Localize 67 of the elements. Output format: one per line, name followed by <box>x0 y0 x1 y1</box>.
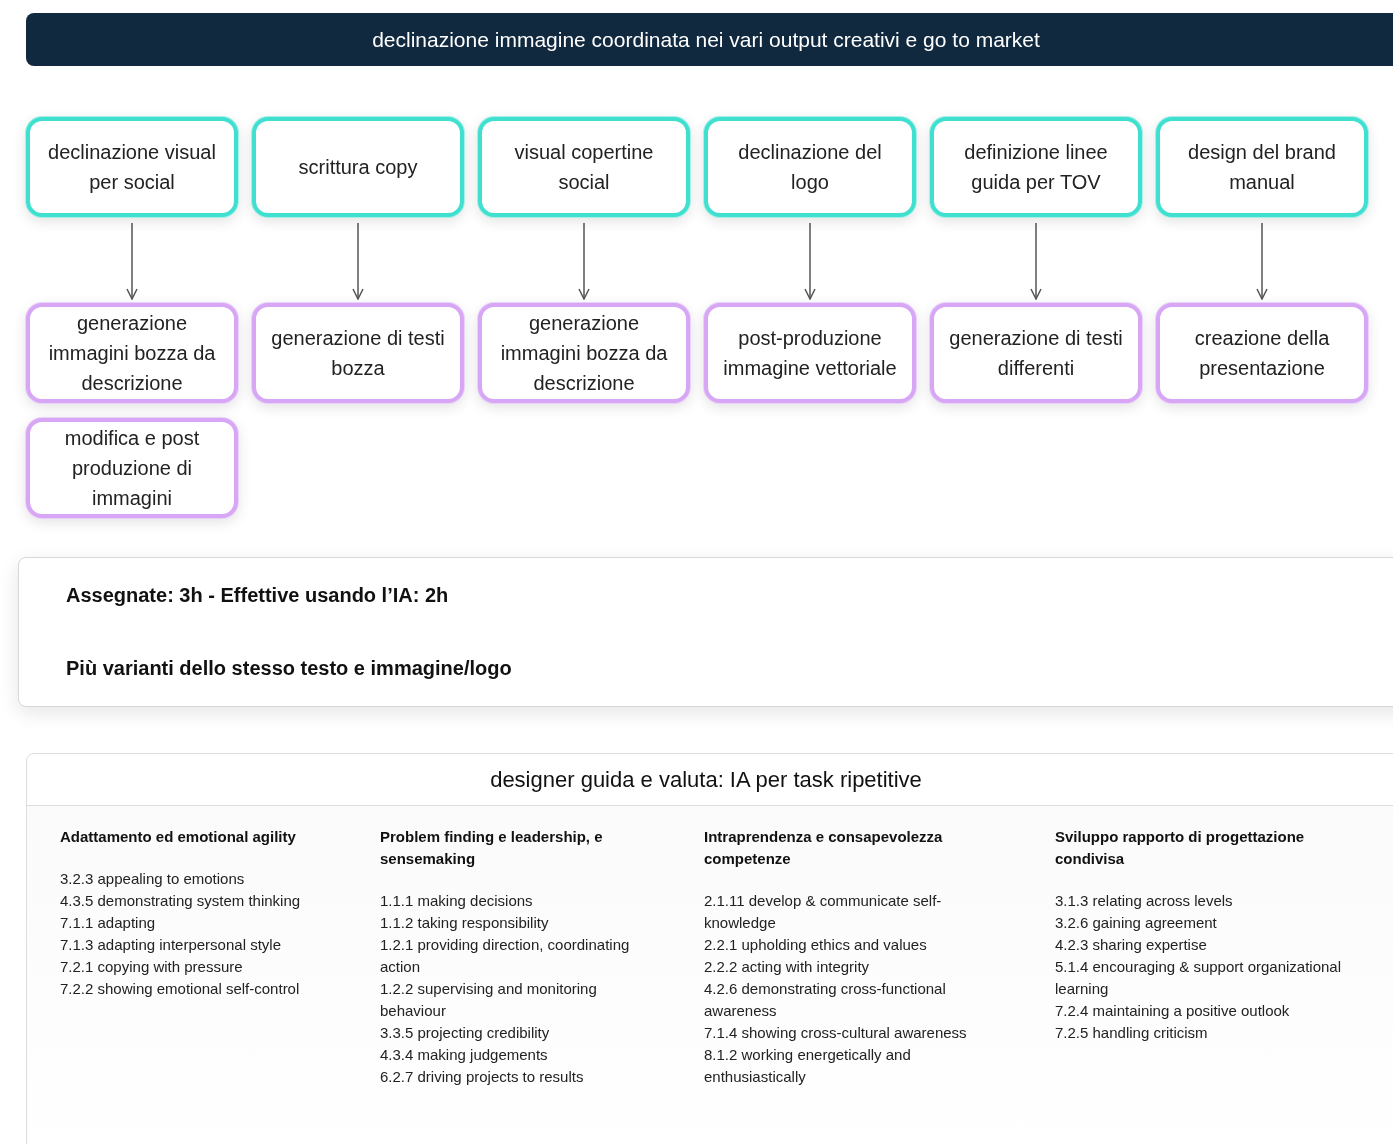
competency-item: 1.1.2 taking responsibility <box>380 913 550 933</box>
competency-item: 5.1.4 encouraging & support organizational learning <box>1055 957 1343 999</box>
process-box <box>1156 303 1368 403</box>
process-box <box>930 303 1142 403</box>
competency-item: 2.2.2 acting with integrity <box>704 957 871 977</box>
note-card <box>18 557 1393 707</box>
box-text: visual copertine social <box>513 140 655 195</box>
column-heading: Problem finding e leadership, e sensemaking <box>380 827 604 869</box>
arrow <box>804 222 816 300</box>
box-text: design del brand manual <box>1187 140 1337 195</box>
note-text: Più varianti dello stesso testo e immagine/logo <box>66 657 513 680</box>
arrow <box>1030 222 1042 300</box>
process-box <box>704 117 916 217</box>
competency-item: 7.2.2 showing emotional self-control <box>60 979 301 999</box>
competency-item: 7.2.1 copying with pressure <box>60 957 244 977</box>
box-text: creazione della presentazione <box>1193 326 1331 381</box>
competency-item: 3.2.6 gaining agreement <box>1055 913 1218 933</box>
competency-item: 1.1.1 making decisions <box>380 891 534 911</box>
box-text: declinazione visual per social <box>47 140 217 195</box>
competency-item: 4.2.3 sharing expertise <box>1055 935 1208 955</box>
competency-item: 8.1.2 working energetically and enthusiastically <box>704 1045 912 1087</box>
competency-item: 3.3.5 projecting credibility <box>380 1023 551 1043</box>
process-box <box>26 303 238 403</box>
arrow <box>126 222 138 300</box>
competency-item: 2.2.1 upholding ethics and values <box>704 935 928 955</box>
competency-item: 4.3.5 demonstrating system thinking <box>60 891 302 911</box>
competency-item: 7.1.3 adapting interpersonal style <box>60 935 282 955</box>
process-box <box>930 117 1142 217</box>
box-text: scrittura copy <box>298 155 418 180</box>
competency-item: 3.2.3 appealing to emotions <box>60 869 246 889</box>
competency-item: 4.3.4 making judgements <box>380 1045 549 1065</box>
process-box <box>252 303 464 403</box>
competency-item: 7.2.4 maintaining a positive outlook <box>1055 1001 1291 1021</box>
competency-item: 7.2.5 handling criticism <box>1055 1023 1209 1043</box>
process-box <box>1156 117 1368 217</box>
competency-panel <box>26 753 1393 1144</box>
box-text: post-produzione immagine vettoriale <box>722 326 898 381</box>
competency-item: 7.1.4 showing cross-cultural awareness <box>704 1023 968 1043</box>
arrow <box>1256 222 1268 300</box>
process-box <box>478 117 690 217</box>
column-heading: Intraprendenza e consapevolezza competenze <box>704 827 944 869</box>
competency-item: 6.2.7 driving projects to results <box>380 1067 585 1087</box>
box-text: modifica e post produzione di immagini <box>63 426 201 511</box>
process-box <box>26 117 238 217</box>
column-heading: Adattamento ed emotional agility <box>60 827 297 847</box>
column-heading: Sviluppo rapporto di progettazione condivisa <box>1055 827 1306 869</box>
arrow <box>578 222 590 300</box>
title-banner: declinazione immagine coordinata nei vari output creativi e go to market <box>26 13 1393 66</box>
box-text: declinazione del logo <box>737 140 883 195</box>
panel-heading: designer guida e valuta: IA per task ripetitive <box>490 766 922 793</box>
box-text: generazione di testi differenti <box>948 326 1124 381</box>
box-text: generazione immagini bozza da descrizione <box>499 311 669 396</box>
competency-item: 2.1.11 develop & communicate self-knowledge <box>704 891 943 933</box>
note-text: Assegnate: 3h - Effettive usando l’IA: 2h <box>66 584 450 607</box>
competency-item: 1.2.2 supervising and monitoring behaviour <box>380 979 598 1021</box>
competency-item: 1.2.1 providing direction, coordinating action <box>380 935 631 977</box>
box-text: definizione linee guida per TOV <box>963 140 1109 195</box>
arrow <box>352 222 364 300</box>
process-box <box>704 303 916 403</box>
competency-item: 7.1.1 adapting <box>60 913 157 933</box>
process-box <box>478 303 690 403</box>
box-text: generazione immagini bozza da descrizione <box>47 311 217 396</box>
process-box <box>26 418 238 518</box>
box-text: generazione di testi bozza <box>270 326 446 381</box>
competency-item: 4.2.6 demonstrating cross-functional awareness <box>704 979 947 1021</box>
competency-item: 3.1.3 relating across levels <box>1055 891 1234 911</box>
process-box <box>252 117 464 217</box>
